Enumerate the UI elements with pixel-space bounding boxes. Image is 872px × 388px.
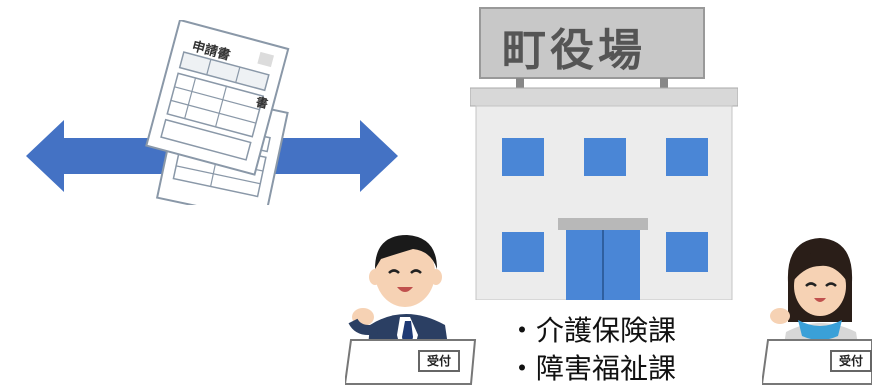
town-hall-building xyxy=(470,0,738,300)
town-hall-sign: 町役場 xyxy=(502,25,646,76)
department-list: ・介護保険課 ・障害福祉課 xyxy=(508,312,738,388)
application-forms xyxy=(140,20,310,205)
department-item-care-insurance: ・介護保険課 xyxy=(508,314,677,347)
left-desk-label: 受付 xyxy=(426,354,451,368)
department-item-disability-welfare: ・障害福祉課 xyxy=(508,352,677,385)
right-desk-plate: 受付 xyxy=(830,350,872,372)
right-desk-label: 受付 xyxy=(838,354,863,368)
left-desk-plate: 受付 xyxy=(418,350,460,372)
